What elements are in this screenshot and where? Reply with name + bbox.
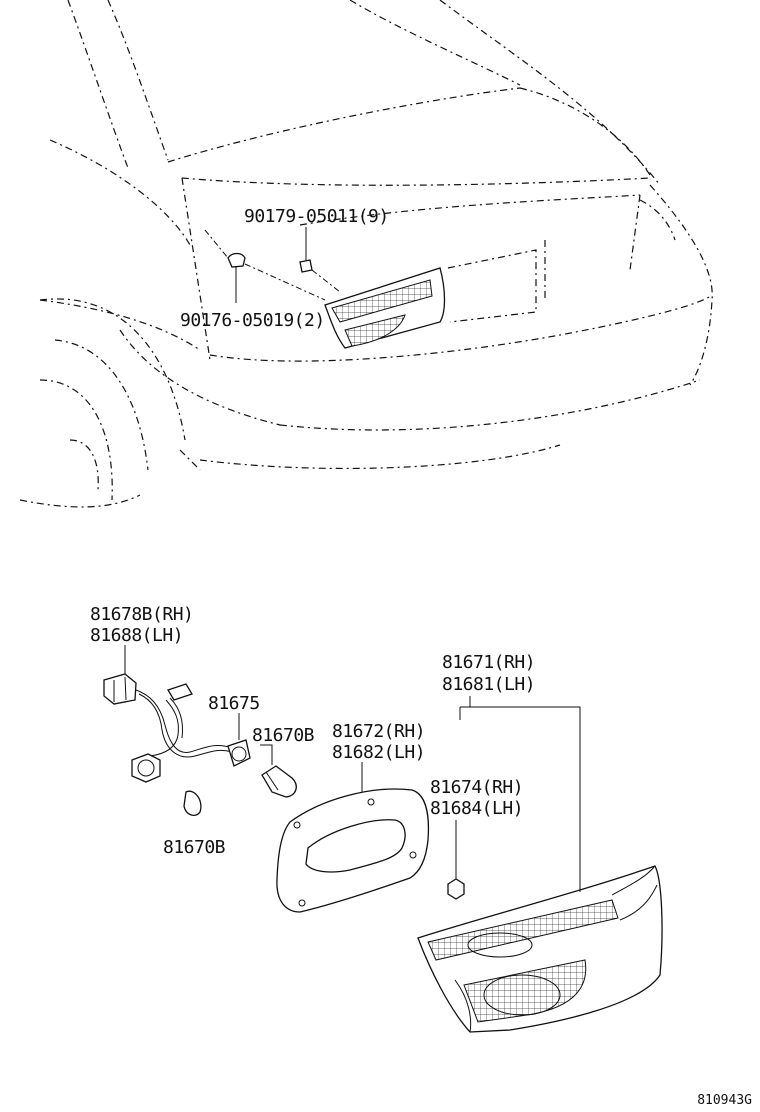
bulb-81670b [261, 765, 297, 798]
wire-harness [131, 683, 233, 783]
garnish-installed [324, 267, 446, 349]
label-81670b-bulb: 81670B [252, 725, 314, 746]
label-81688: 81688(LH) [90, 625, 183, 646]
install-line-90179 [311, 269, 341, 293]
label-81671: 81671(RH) [442, 652, 535, 673]
label-90179: 90179-05011(9) [244, 206, 389, 227]
bulb-socket-81675 [227, 739, 251, 767]
leader-81670b-bulb [260, 744, 273, 765]
fastener-90179-installed [299, 259, 313, 273]
socket-connector [103, 673, 137, 705]
label-81674: 81674(RH) [430, 777, 523, 798]
leader-81671 [459, 706, 581, 892]
label-81682: 81682(LH) [332, 742, 425, 763]
label-81678b: 81678B(RH) [90, 604, 193, 625]
label-81672: 81672(RH) [332, 721, 425, 742]
install-line-90176 [244, 263, 326, 301]
install-line-body [204, 229, 229, 259]
label-81684: 81684(LH) [430, 798, 523, 819]
tail-lamp-assembly [417, 865, 663, 1033]
drawing-code: 810943G [697, 1093, 752, 1108]
nut [447, 878, 465, 900]
car-rear-outline [19, 0, 713, 508]
fastener-90176-installed [227, 252, 246, 268]
gasket [276, 788, 430, 913]
label-90176: 90176-05019(2) [180, 310, 325, 331]
bulb-cover-81670b [183, 790, 202, 817]
label-81675: 81675 [208, 693, 260, 714]
label-81670b-lower: 81670B [163, 837, 225, 858]
label-81681: 81681(LH) [442, 674, 535, 695]
